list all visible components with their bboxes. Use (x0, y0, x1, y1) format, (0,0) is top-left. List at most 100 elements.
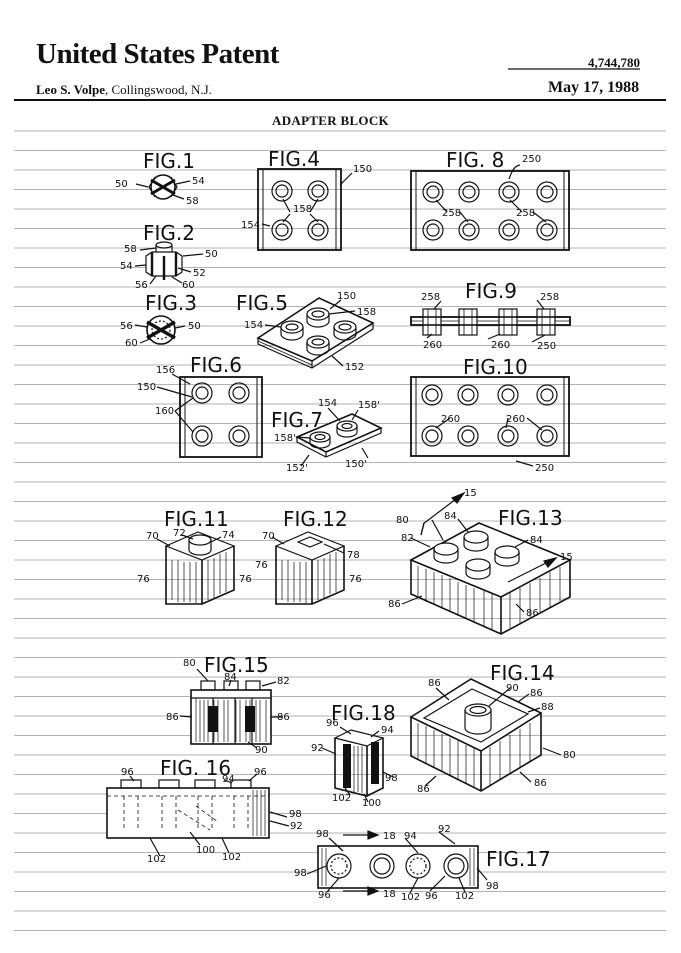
ref-numeral: 150' (345, 459, 367, 470)
fig13-label: FIG.13 (498, 506, 563, 530)
ref-numeral: 88 (541, 702, 554, 713)
ref-numeral: 80 (563, 750, 576, 761)
ref-numeral: 150 (137, 382, 156, 393)
ref-numeral: 158 (293, 204, 312, 215)
ref-numeral: 154 (244, 320, 263, 331)
ref-numeral: 58 (124, 244, 137, 255)
ref-numeral: 102 (147, 854, 166, 865)
ref-numeral: 158' (274, 433, 296, 444)
fig9-drawing (410, 299, 571, 343)
inventor-location: , Collingswood, N.J. (105, 82, 212, 97)
ref-numeral: 86 (388, 599, 401, 610)
ref-numeral: 86 (428, 678, 441, 689)
patent-number: 4,744,780 (588, 55, 640, 70)
ref-numeral: 60 (125, 338, 138, 349)
fig4-label: FIG.4 (268, 147, 320, 171)
patent-date: May 17, 1988 (548, 79, 640, 96)
fig18-label: FIG.18 (331, 701, 396, 725)
fig10-drawing (410, 376, 570, 467)
ref-numeral: 260 (441, 414, 460, 425)
ref-numeral: 102 (332, 793, 351, 804)
ref-numeral: 54 (120, 261, 133, 272)
ref-numeral: 50 (115, 179, 128, 190)
ref-numeral: 86 (534, 778, 547, 789)
fig15-drawing (179, 668, 283, 749)
ref-numeral: 82 (277, 676, 290, 687)
ref-numeral: 96 (425, 891, 438, 902)
ref-numeral: 96 (326, 718, 339, 729)
fig2-drawing (134, 241, 204, 285)
ref-numeral: 96 (121, 767, 134, 778)
ref-numeral: 152 (345, 362, 364, 373)
ref-numeral: 86 (530, 688, 543, 699)
ref-numeral: 52 (193, 268, 206, 279)
ref-numeral: 82 (401, 533, 414, 544)
ref-numeral: 260 (506, 414, 525, 425)
ref-numeral: 258 (516, 208, 535, 219)
ref-numeral: 250 (522, 154, 541, 165)
ref-numeral: 76 (255, 560, 268, 571)
ref-numeral: 156 (156, 365, 175, 376)
invention-title: ADAPTER BLOCK (272, 113, 389, 128)
ref-numeral: 258 (421, 292, 440, 303)
fig17-drawing (306, 830, 488, 896)
fig1-label: FIG.1 (143, 149, 195, 173)
fig7-label: FIG.7 (271, 408, 323, 432)
fig12-label: FIG.12 (283, 507, 348, 531)
ref-numeral: 58 (186, 196, 199, 207)
ref-numeral: 86 (166, 712, 179, 723)
ref-numeral: 15 (560, 552, 573, 563)
ref-numeral: 60 (182, 280, 195, 291)
ref-numeral: 15 (464, 488, 477, 499)
ref-numeral: 76 (137, 574, 150, 585)
fig14-drawing (409, 678, 562, 792)
ref-numeral: 56 (135, 280, 148, 291)
fig6-drawing (156, 373, 263, 458)
fig8-label: FIG. 8 (446, 148, 504, 172)
ref-numeral: 150 (337, 291, 356, 302)
ref-numeral: 72 (173, 528, 186, 539)
fig18-drawing (321, 726, 394, 803)
ref-numeral: 260 (423, 340, 442, 351)
fig17-label: FIG.17 (486, 847, 551, 871)
ref-numeral: 98 (385, 773, 398, 784)
ref-numeral: 96 (254, 767, 267, 778)
ref-numeral: 84 (224, 672, 237, 683)
fig11-drawing (156, 531, 236, 605)
ref-numeral: 96 (318, 890, 331, 901)
ref-numeral: 100 (196, 845, 215, 856)
ref-numeral: 18 (383, 831, 396, 842)
fig16-drawing (106, 773, 290, 857)
ref-numeral: 92 (311, 743, 324, 754)
ref-numeral: 90 (255, 745, 268, 756)
ref-numeral: 98 (289, 809, 302, 820)
ref-numeral: 86 (526, 608, 539, 619)
ref-numeral: 158 (357, 307, 376, 318)
fig3-label: FIG.3 (145, 291, 197, 315)
fig1-drawing (135, 174, 191, 200)
fig5-drawing (256, 297, 375, 369)
ref-numeral: 50 (205, 249, 218, 260)
fig11-label: FIG.11 (164, 507, 229, 531)
ref-numeral: 76 (239, 574, 252, 585)
fig5-label: FIG.5 (236, 291, 288, 315)
ref-numeral: 18 (383, 889, 396, 900)
fig15-label: FIG.15 (204, 653, 269, 677)
ref-numeral: 158' (358, 400, 380, 411)
fig4-drawing (257, 168, 353, 251)
fig8-drawing (410, 164, 570, 251)
ref-numeral: 86 (417, 784, 430, 795)
ref-numeral: 94 (222, 774, 235, 785)
ref-numeral: 102 (222, 852, 241, 863)
ref-numeral: 160 (155, 406, 174, 417)
ref-numeral: 102 (455, 891, 474, 902)
ref-numeral: 70 (262, 531, 275, 542)
ref-numeral: 90 (506, 683, 519, 694)
patent-title: United States Patent (36, 38, 279, 70)
inventor-line: Leo S. Volpe, Collingswood, N.J. (36, 82, 212, 98)
ref-numeral: 70 (146, 531, 159, 542)
fig3-drawing (134, 315, 186, 345)
ref-numeral: 154 (318, 398, 337, 409)
